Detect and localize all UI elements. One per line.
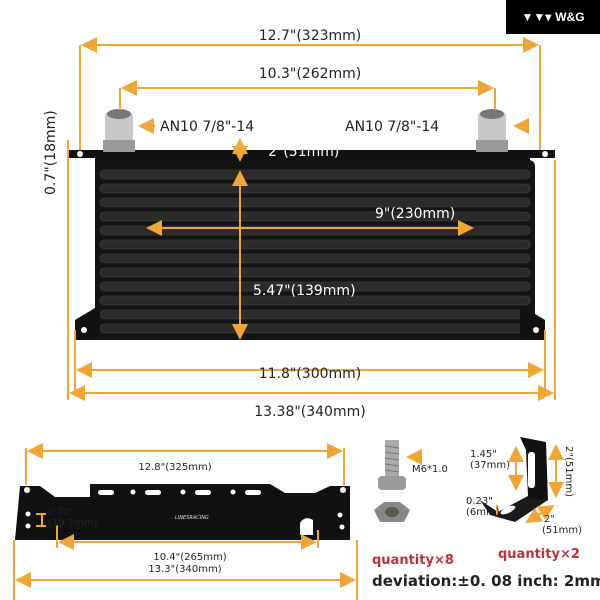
mount-spacing-label: 11.8"(300mm) xyxy=(259,366,362,382)
bolt-quantity: quantity×8 xyxy=(372,553,454,568)
cooler-fin-row xyxy=(99,295,531,306)
l-height-label: 2"(51mm) xyxy=(563,446,574,497)
bracket-dimension-lines xyxy=(13,443,358,600)
l-width-mm-label: (51mm) xyxy=(542,525,582,536)
bracket-logo-text: LINESRACING xyxy=(175,515,209,521)
slot-height-mm-label: (19.7mm) xyxy=(48,518,98,529)
cooler-fin-row xyxy=(99,323,531,334)
inner-span-label: 10.4"(265mm) xyxy=(153,552,226,563)
fitting-left xyxy=(103,109,135,152)
hole-spacing-label: 12.8"(325mm) xyxy=(138,462,211,473)
l-hole-mm-label: (6mm) xyxy=(466,507,500,518)
overall-bottom-label: 13.38"(340mm) xyxy=(254,404,365,420)
core-width-label: 9"(230mm) xyxy=(375,206,455,222)
cooler-fin-row xyxy=(99,253,531,264)
overall-top-label: 12.7"(323mm) xyxy=(259,28,362,44)
cooler-fin-row xyxy=(99,281,531,292)
oil-cooler xyxy=(68,109,555,340)
l-bracket xyxy=(480,437,548,522)
brand-triangles-icon: ▼▼▾ xyxy=(521,10,552,24)
l-slot-mm-label: (37mm) xyxy=(470,460,510,471)
cooler-fin-row xyxy=(99,309,531,320)
fitting-right xyxy=(476,109,508,152)
l-width-label: 2" xyxy=(544,514,555,525)
deviation-note: deviation:±0. 08 inch: 2mm xyxy=(372,572,600,590)
core-height-label: 5.47"(139mm) xyxy=(253,283,356,299)
tab-height-label: 0.7"(18mm) xyxy=(43,110,59,195)
slot-height-label: 0.78" xyxy=(48,507,75,518)
bolt-and-nut xyxy=(374,440,410,522)
fitting-right-label: AN10 7/8"-14 xyxy=(345,119,439,135)
bolt-spec-label: M6*1.0 xyxy=(412,464,448,475)
cooler-fin-row xyxy=(99,183,531,194)
brand-logo: ▼▼▾ W&G xyxy=(506,0,600,34)
cooler-fin-row xyxy=(99,169,531,180)
cooler-fin-row xyxy=(99,267,531,278)
fitting-spacing-label: 10.3"(262mm) xyxy=(259,66,362,82)
fitting-left-label: AN10 7/8"-14 xyxy=(160,119,254,135)
overall-length-label: 13.3"(340mm) xyxy=(148,564,221,575)
l-slot-label: 1.45" xyxy=(470,449,497,460)
l-bracket-quantity: quantity×2 xyxy=(498,547,580,562)
l-hole-label: 0.23" xyxy=(466,496,493,507)
cooler-fin-row xyxy=(99,239,531,250)
core-thickness-label: 2"(51mm) xyxy=(268,144,339,160)
cooler-fin-row xyxy=(99,197,531,208)
cooler-dimension-lines xyxy=(67,37,556,401)
mounting-bracket: LINESRACING xyxy=(15,484,350,540)
brand-name: W&G xyxy=(555,10,585,24)
l-bracket-dimension-lines xyxy=(496,444,564,524)
cooler-fin-row xyxy=(99,211,531,222)
